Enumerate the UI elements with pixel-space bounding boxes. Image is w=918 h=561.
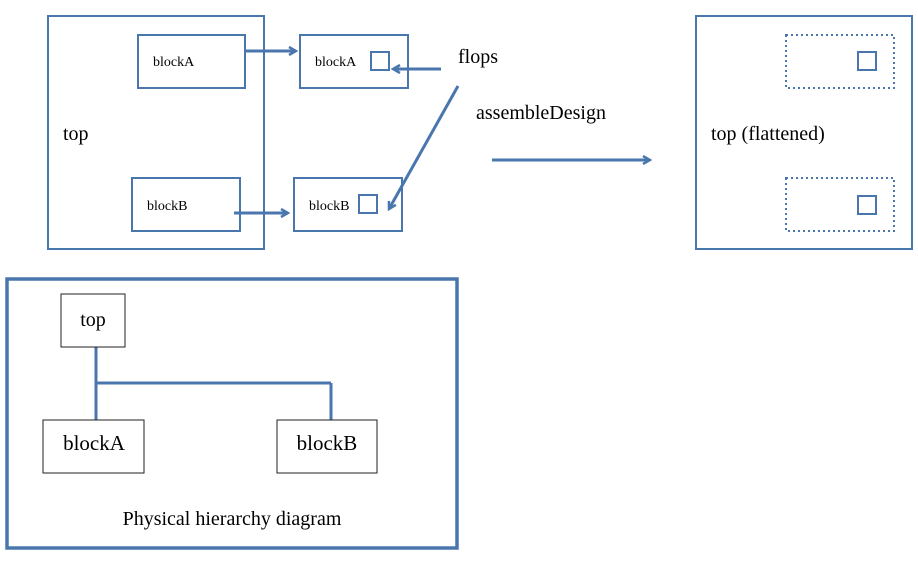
flop-square-b	[358, 194, 378, 214]
blockA-external-label: blockA	[315, 55, 357, 70]
blockB-external-box	[293, 177, 403, 232]
top-module-box	[47, 15, 265, 250]
hierarchy-node-top-label: top	[80, 309, 106, 331]
top-label: top	[63, 123, 89, 145]
blockA-external-box	[299, 34, 409, 89]
blockB-inner-label: blockB	[147, 199, 187, 214]
hierarchy-frame	[5, 277, 459, 550]
hierarchy-node-blockA-label: blockA	[63, 431, 126, 455]
hierarchy-node-blockA	[42, 419, 145, 474]
hierarchy-node-blockB-label: blockB	[297, 431, 358, 455]
flattened-flop-square-b	[857, 195, 877, 215]
flattened-flop-square-a	[857, 51, 877, 71]
arrow-flops-to-b	[389, 85, 460, 209]
flops-label: flops	[458, 46, 498, 68]
hierarchy-node-top	[60, 293, 126, 348]
assemble-design-label: assembleDesign	[476, 102, 606, 124]
blockB-inner-box	[131, 177, 241, 232]
blockB-external-label: blockB	[309, 199, 349, 214]
blockA-inner-label: blockA	[153, 55, 195, 70]
flattened-top-box	[695, 15, 913, 250]
blockA-inner-box	[137, 34, 246, 89]
flattened-top-label: top (flattened)	[711, 123, 825, 145]
flattened-blockA-dotted-box	[785, 34, 895, 89]
hierarchy-node-blockB	[276, 419, 378, 474]
hierarchy-caption: Physical hierarchy diagram	[123, 508, 342, 530]
flattened-blockB-dotted-box	[785, 177, 895, 232]
flop-square-a	[370, 51, 390, 71]
